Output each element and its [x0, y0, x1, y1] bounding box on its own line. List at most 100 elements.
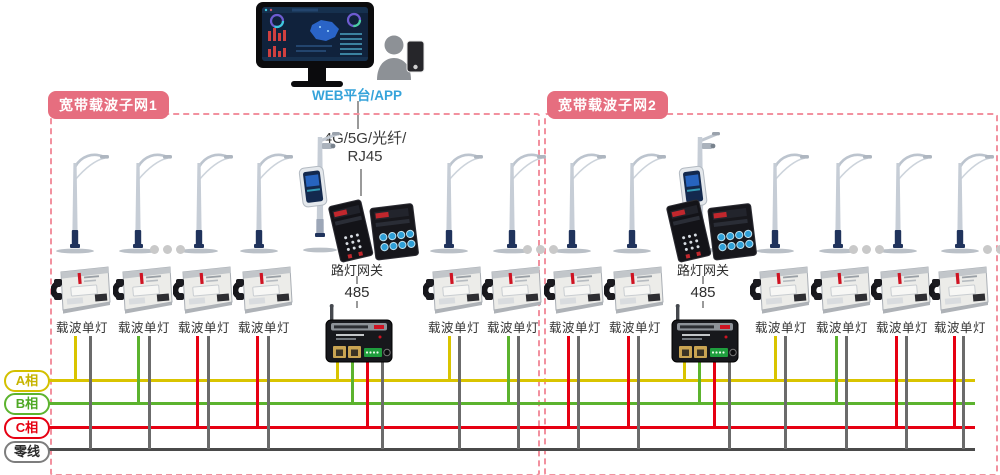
carrier-lamp-device — [233, 264, 295, 316]
street-pole — [419, 150, 485, 254]
ellipsis-boundary-dot-0 — [982, 245, 992, 254]
ellipsis-boundary-dot-0 — [522, 245, 532, 254]
device-phase-wire-B — [506, 336, 510, 403]
router-wire-A — [682, 358, 686, 380]
router-wire-N — [380, 358, 384, 449]
carrier-lamp-label: 载波单灯 — [237, 321, 291, 335]
device-neutral-wire — [844, 336, 848, 449]
uplink-line1: 4G/5G/光纤/ — [323, 130, 407, 147]
person-icon — [384, 35, 404, 55]
street-pole — [745, 150, 811, 254]
uplink-line2: RJ45 — [347, 148, 383, 165]
carrier-lamp-device — [482, 264, 544, 316]
ellipsis-boundary-dot-1 — [995, 245, 1000, 254]
carrier-lamp-label: 载波单灯 — [875, 321, 929, 335]
gateway-modules — [323, 194, 423, 266]
subnet-label-2: 宽带载波子网2 — [547, 91, 668, 119]
carrier-lamp-label: 载波单灯 — [486, 321, 540, 335]
gateway-label: 路灯网关 — [330, 263, 384, 278]
carrier-lamp-device — [544, 264, 606, 316]
device-phase-wire-A — [447, 336, 451, 380]
ellipsis-dot-2 — [175, 245, 185, 254]
gateway-485-tick-upper — [356, 276, 358, 284]
ellipsis-dot-1 — [162, 245, 172, 254]
device-phase-wire-A — [73, 336, 77, 380]
router-wire-C — [365, 358, 369, 427]
device-neutral-wire — [904, 336, 908, 449]
ellipsis-dot-1 — [861, 245, 871, 254]
bus-line-C — [46, 426, 975, 429]
carrier-lamp-device — [811, 264, 873, 316]
monitor-stand — [308, 68, 326, 81]
bus-line-N — [46, 448, 975, 451]
router-wire-C — [712, 358, 716, 427]
router-wire-B — [697, 358, 701, 403]
device-phase-wire-B — [834, 336, 838, 403]
device-neutral-wire — [576, 336, 580, 449]
carrier-lamp-device — [750, 264, 812, 316]
carrier-lamp-device — [871, 264, 933, 316]
street-pole — [602, 150, 668, 254]
device-neutral-wire — [88, 336, 92, 449]
device-neutral-wire — [266, 336, 270, 449]
dashboard-screen — [262, 7, 368, 61]
gateway-485-tick-lower — [702, 301, 704, 308]
device-neutral-wire — [206, 336, 210, 449]
rs485-router — [318, 304, 398, 364]
gateway-485-tick-upper — [702, 276, 704, 284]
device-neutral-wire — [636, 336, 640, 449]
device-phase-wire-C — [195, 336, 199, 427]
device-phase-wire-C — [894, 336, 898, 427]
phase-c-label: C相 — [4, 417, 50, 439]
device-neutral-wire — [457, 336, 461, 449]
carrier-lamp-device — [173, 264, 235, 316]
carrier-lamp-label: 载波单灯 — [933, 321, 987, 335]
street-pole — [45, 150, 111, 254]
street-pole — [108, 150, 174, 254]
device-neutral-wire — [516, 336, 520, 449]
device-phase-wire-C — [566, 336, 570, 427]
device-phase-wire-C — [952, 336, 956, 427]
device-neutral-wire — [961, 336, 965, 449]
carrier-lamp-label: 载波单灯 — [177, 321, 231, 335]
device-neutral-wire — [783, 336, 787, 449]
operator-figure — [376, 34, 428, 80]
phase-b-label: B相 — [4, 393, 50, 415]
device-neutral-wire — [147, 336, 151, 449]
carrier-lamp-label: 载波单灯 — [548, 321, 602, 335]
bus-485-label: 485 — [344, 284, 370, 301]
street-pole — [930, 150, 996, 254]
bus-485-label: 485 — [690, 284, 716, 301]
web-platform-label: WEB平台/APP — [311, 88, 403, 103]
street-pole — [229, 150, 295, 254]
phase-a-label: A相 — [4, 370, 50, 392]
carrier-lamp-device — [929, 264, 991, 316]
smart-pole — [297, 131, 343, 253]
street-pole — [542, 150, 608, 254]
dashboard-graphics — [262, 7, 368, 61]
router-wire-B — [350, 358, 354, 403]
device-phase-wire-B — [136, 336, 140, 403]
carrier-lamp-device — [113, 264, 175, 316]
uplink-label: 4G/5G/光纤/ RJ45 — [324, 130, 407, 166]
street-pole — [169, 150, 235, 254]
bus-line-B — [46, 402, 975, 405]
ellipsis-dot-0 — [848, 245, 858, 254]
router-wire-A — [335, 358, 339, 380]
street-pole — [868, 150, 934, 254]
ellipsis-dot-0 — [149, 245, 159, 254]
uplink-line-upper — [357, 101, 359, 129]
bus-line-A — [46, 379, 975, 382]
carrier-lamp-label: 载波单灯 — [55, 321, 109, 335]
uplink-line-lower — [360, 169, 362, 196]
carrier-lamp-device — [604, 264, 666, 316]
device-phase-wire-C — [255, 336, 259, 427]
neutral-label: 零线 — [4, 441, 50, 463]
router-wire-N — [727, 358, 731, 449]
street-pole — [808, 150, 874, 254]
ellipsis-dot-2 — [874, 245, 884, 254]
carrier-lamp-device — [51, 264, 113, 316]
carrier-lamp-label: 载波单灯 — [117, 321, 171, 335]
ellipsis-boundary-dot-1 — [535, 245, 545, 254]
